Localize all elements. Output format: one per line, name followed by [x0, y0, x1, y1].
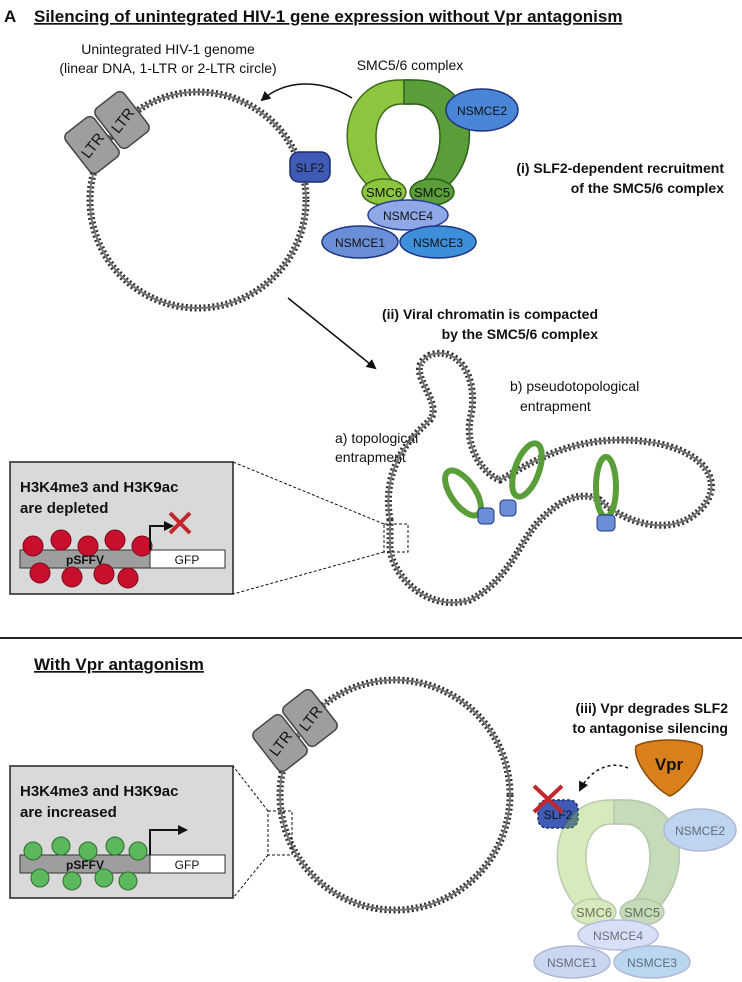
recruitment-arrow: [260, 83, 353, 102]
smc6-label: SMC6: [366, 185, 402, 200]
nsmce2: [445, 88, 519, 132]
vpr-protein: Vpr: [634, 739, 704, 797]
mode-a-line2: entrapment: [335, 449, 406, 465]
slf2-degraded: SLF2: [532, 784, 579, 829]
degradation-arrow: [579, 764, 629, 792]
nsmce3: [399, 225, 477, 259]
zoom-line-bottom-2: [232, 854, 269, 899]
step-iii-line1: (iii) Vpr degrades SLF2: [576, 700, 729, 716]
ltr-block-2: LTR: [94, 90, 150, 150]
smc6-label-bottom: SMC6: [576, 905, 612, 920]
smc56-complex-top: SMC6 SMC5 NSMCE4 NSMCE1 NSMCE3 NSMCE2 SL…: [289, 79, 519, 259]
genome-label-line1: Unintegrated HIV-1 genome: [81, 41, 255, 57]
promoter-label-top: pSFFV: [66, 553, 104, 567]
nsmce1: [321, 225, 399, 259]
nsmce4-label-bottom: NSMCE4: [593, 929, 643, 943]
inset-box-increased: H3K4me3 and H3K9ac are increased pSFFV G…: [9, 765, 234, 899]
slf2-label-bottom: SLF2: [544, 808, 573, 822]
blocked-x-icon: [168, 511, 192, 535]
slf2-protein: [289, 151, 331, 183]
step-i-line2: of the SMC5/6 complex: [571, 180, 724, 196]
bottom-heading: With Vpr antagonism: [34, 655, 204, 674]
mode-b-line1: b) pseudotopological: [510, 378, 639, 394]
inset-box-depleted: H3K4me3 and H3K9ac are depleted pSFFV GF…: [9, 461, 234, 595]
inset-bottom-line1: H3K4me3 and H3K9ac: [20, 783, 178, 800]
smc56-complex-bottom-faded: [533, 799, 737, 979]
step-ii-line2: by the SMC5/6 complex: [442, 326, 599, 342]
genome-label-line2: (linear DNA, 1-LTR or 2-LTR circle): [59, 60, 276, 76]
unintegrated-genome-circle: [86, 88, 310, 312]
smc6-arm: [346, 79, 413, 193]
nsmce2-label: NSMCE2: [457, 104, 507, 118]
inset-top-line2: are depleted: [20, 500, 108, 517]
transcription-arrow-top: [149, 521, 174, 550]
step-ii-line1: (ii) Viral chromatin is compacted: [382, 306, 598, 322]
nsmce1-label: NSMCE1: [335, 236, 385, 250]
smc-ring-2: [499, 440, 545, 517]
compacted-chromatin: [384, 349, 715, 606]
complex-label: SMC5/6 complex: [357, 57, 464, 73]
smc5-label-bottom: SMC5: [624, 905, 660, 920]
inset-bottom-line2: are increased: [20, 804, 117, 821]
top-heading: Silencing of unintegrated HIV-1 gene exp…: [34, 7, 622, 26]
ltr-block-1: LTR: [64, 115, 120, 175]
compaction-arrow: [287, 297, 377, 370]
ltr-block-bottom-1: LTR: [252, 713, 308, 773]
step-i-line1: (i) SLF2-dependent recruitment: [516, 160, 724, 176]
nsmce4: [367, 199, 449, 231]
smc5-label: SMC5: [414, 185, 450, 200]
panel-letter: A: [4, 7, 16, 26]
transcription-arrow-bottom: [149, 825, 188, 855]
smc-ring-3: [593, 454, 619, 532]
nsmce1-label-bottom: NSMCE1: [547, 956, 597, 970]
vpr-label: Vpr: [655, 755, 684, 774]
nsmce3-label: NSMCE3: [413, 236, 463, 250]
mode-b-line2: entrapment: [520, 398, 591, 414]
smc56-labels-bottom: SMC6 SMC5 NSMCE4 NSMCE1 NSMCE3 NSMCE2: [547, 824, 725, 970]
inset-top-line1: H3K4me3 and H3K9ac: [20, 479, 178, 496]
zoom-region-bottom: [267, 810, 293, 856]
nsmce3-label-bottom: NSMCE3: [627, 956, 677, 970]
nsmce4-label: NSMCE4: [383, 209, 433, 223]
promoter-label-bottom: pSFFV: [66, 858, 104, 872]
zoom-region-top: [383, 523, 409, 553]
step-iii-line2: to antagonise silencing: [572, 720, 728, 736]
zoom-line-top-1: [232, 461, 385, 525]
genome-circle-bottom: [276, 676, 514, 914]
smc-ring-1: [442, 467, 495, 525]
nsmce2-label-bottom: NSMCE2: [675, 824, 725, 838]
zoom-line-bottom-1: [232, 765, 269, 812]
gene-label-bottom: GFP: [175, 858, 200, 872]
ltr-block-bottom-2: LTR: [282, 688, 338, 748]
gene-label-top: GFP: [175, 553, 200, 567]
degraded-x-icon: [532, 784, 564, 814]
mode-a-line1: a) topological: [335, 430, 418, 446]
slf2-label: SLF2: [296, 161, 325, 175]
zoom-line-top-2: [232, 551, 385, 595]
